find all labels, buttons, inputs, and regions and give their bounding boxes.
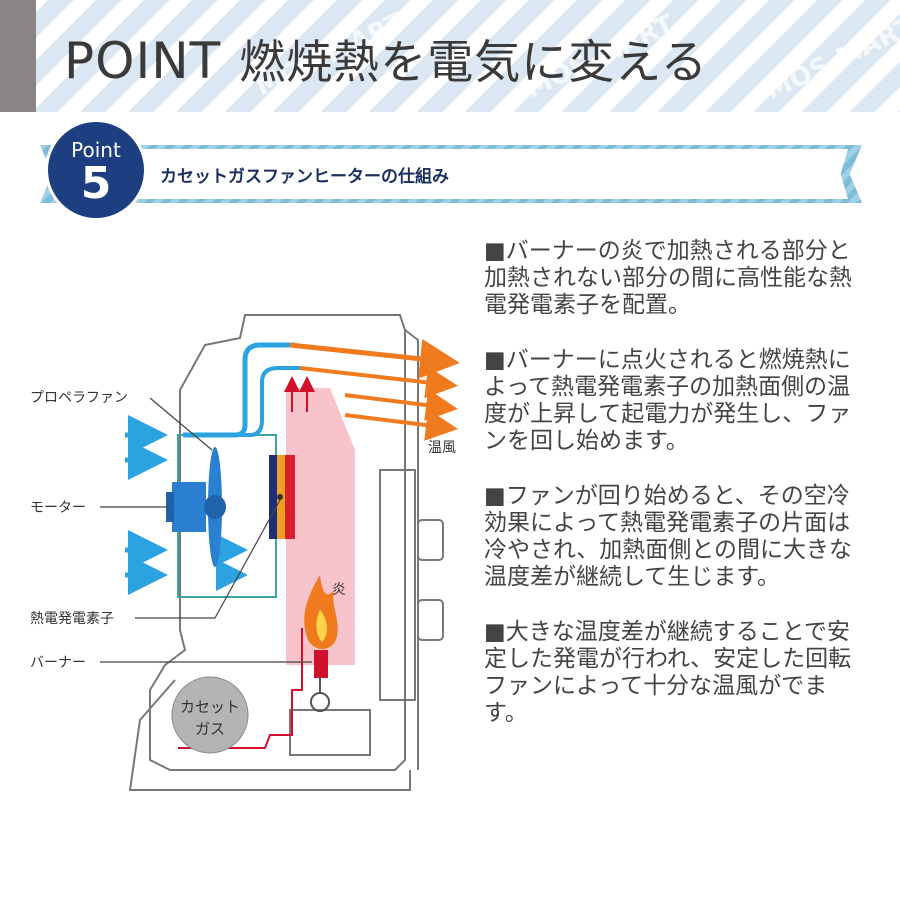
leader-lines bbox=[100, 397, 312, 663]
label-thermoelectric: 熱電発電素子 bbox=[30, 611, 114, 627]
warm-air-arrow bbox=[344, 389, 458, 421]
gas-line bbox=[178, 628, 303, 749]
badge-word: Point bbox=[71, 138, 121, 162]
label-burner: バーナー bbox=[30, 655, 86, 671]
heat-zone bbox=[286, 388, 355, 665]
thermoelectric-element bbox=[269, 455, 277, 539]
paragraph: ■ファンが回り始めると、その空冷効果によって熱電発電素子の片面は冷やされ、加熱面… bbox=[484, 483, 852, 590]
warm-air-arrow bbox=[344, 409, 458, 441]
propeller-fan bbox=[208, 447, 222, 567]
burner bbox=[314, 650, 328, 678]
page-title: POINT 燃焼熱を電気に変える bbox=[64, 26, 708, 92]
description-column: ■バーナーの炎で加熱される部分と加熱されない部分の間に高性能な熱電発電素子を配置… bbox=[484, 238, 856, 755]
label-flame: 炎 bbox=[332, 582, 346, 598]
point-word: POINT bbox=[64, 32, 222, 90]
point-banner-inner bbox=[112, 149, 848, 199]
cassette-gas bbox=[171, 676, 249, 754]
header-accent-bar bbox=[0, 0, 36, 112]
paragraph: ■バーナーに点火されると燃焼熱によって熱電発電素子の加熱面側の温度が上昇して起電… bbox=[484, 347, 852, 454]
cool-air-channel bbox=[183, 342, 295, 438]
label-cassette-line2: ガス bbox=[195, 720, 225, 738]
heater-body bbox=[128, 314, 444, 791]
label-cassette-line1: カセット bbox=[180, 698, 240, 716]
warm-air-arrow bbox=[299, 366, 458, 399]
paragraph: ■大きな温度差が継続することで安定した発電が行われ、安定した回転ファンによって十… bbox=[484, 619, 852, 726]
label-warm-air: 温風 bbox=[428, 440, 456, 456]
label-propeller-fan: プロペラファン bbox=[30, 390, 128, 406]
point-badge: Point 5 bbox=[48, 122, 144, 218]
badge-number: 5 bbox=[80, 158, 112, 209]
flame bbox=[304, 575, 338, 649]
title-text: 燃焼熱を電気に変える bbox=[239, 35, 708, 89]
fan-duct bbox=[177, 434, 277, 598]
banner-title: カセットガスファンヒーターの仕組み bbox=[160, 167, 449, 187]
paragraph: ■バーナーの炎で加熱される部分と加熱されない部分の間に高性能な熱電発電素子を配置… bbox=[484, 238, 852, 318]
label-motor: モーター bbox=[30, 500, 86, 516]
watermark: MOS-MART bbox=[761, 11, 900, 107]
motor bbox=[172, 482, 206, 532]
warm-air-arrow bbox=[289, 338, 460, 379]
cool-air-channel bbox=[213, 366, 300, 437]
